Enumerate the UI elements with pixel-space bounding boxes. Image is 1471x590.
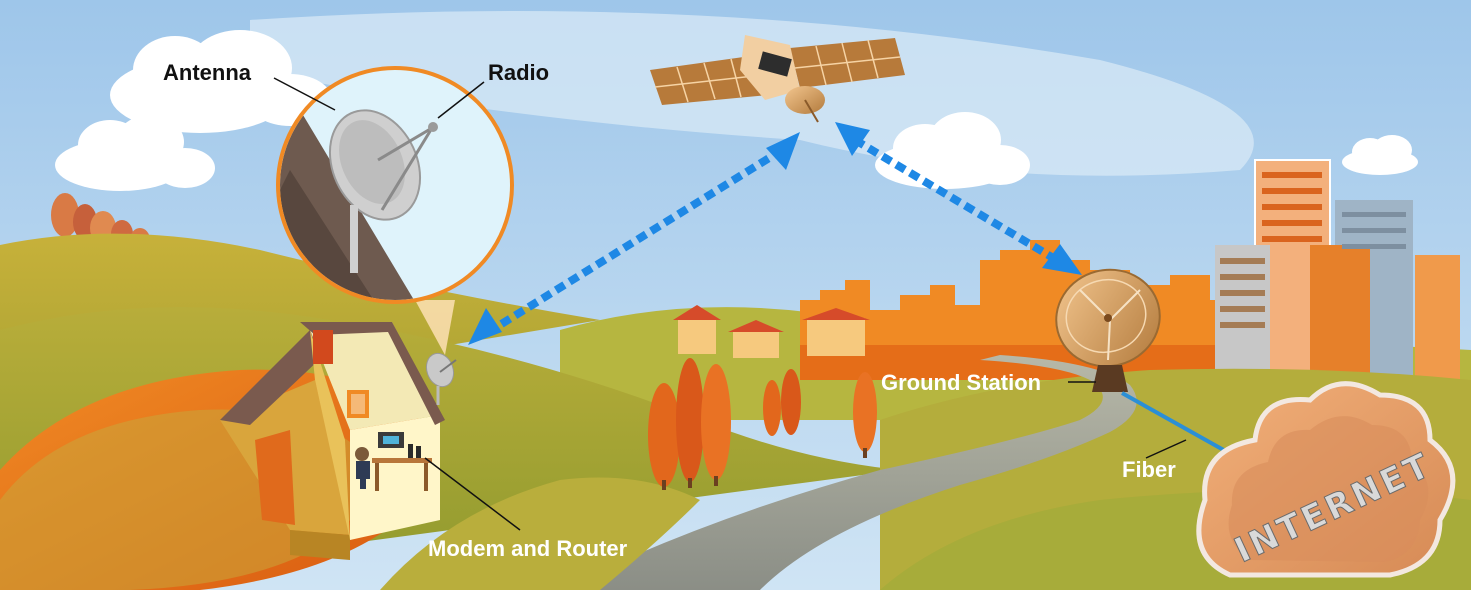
house-icon: [220, 322, 445, 560]
arrow-head-to-satellite-left: [766, 132, 800, 170]
label-fiber: Fiber: [1122, 457, 1176, 482]
arrow-head-to-satellite-right: [835, 122, 870, 156]
cloud-left: [55, 115, 215, 191]
cloud-top-left: [110, 30, 332, 133]
cypress-trees: [648, 358, 877, 490]
antenna-magnifier: [276, 66, 514, 304]
arrow-head-to-house: [468, 308, 502, 345]
internet-cloud-icon: INTERNET: [1196, 381, 1456, 578]
satellite-link-arrows: [468, 122, 1082, 345]
road: [560, 355, 1137, 590]
hill-front-center: [380, 477, 700, 590]
village-houses: [673, 305, 870, 358]
roof-dish-icon: [425, 352, 457, 405]
label-modem-router: Modem and Router: [428, 536, 628, 561]
zoom-connector: [415, 300, 455, 355]
label-ground-station: Ground Station: [881, 370, 1041, 395]
ground-station-dish-icon: [1055, 268, 1161, 392]
leader-lines-right: [1068, 381, 1187, 459]
leader-lines: [273, 77, 521, 531]
distant-trees: [51, 193, 150, 252]
arrow-head-to-ground-station: [1042, 244, 1082, 275]
satellite-icon: [650, 35, 905, 123]
satellite-dish-icon: [328, 109, 438, 273]
label-radio: Radio: [488, 60, 549, 85]
cloud-far-right: [1342, 135, 1418, 175]
label-antenna: Antenna: [163, 60, 252, 85]
